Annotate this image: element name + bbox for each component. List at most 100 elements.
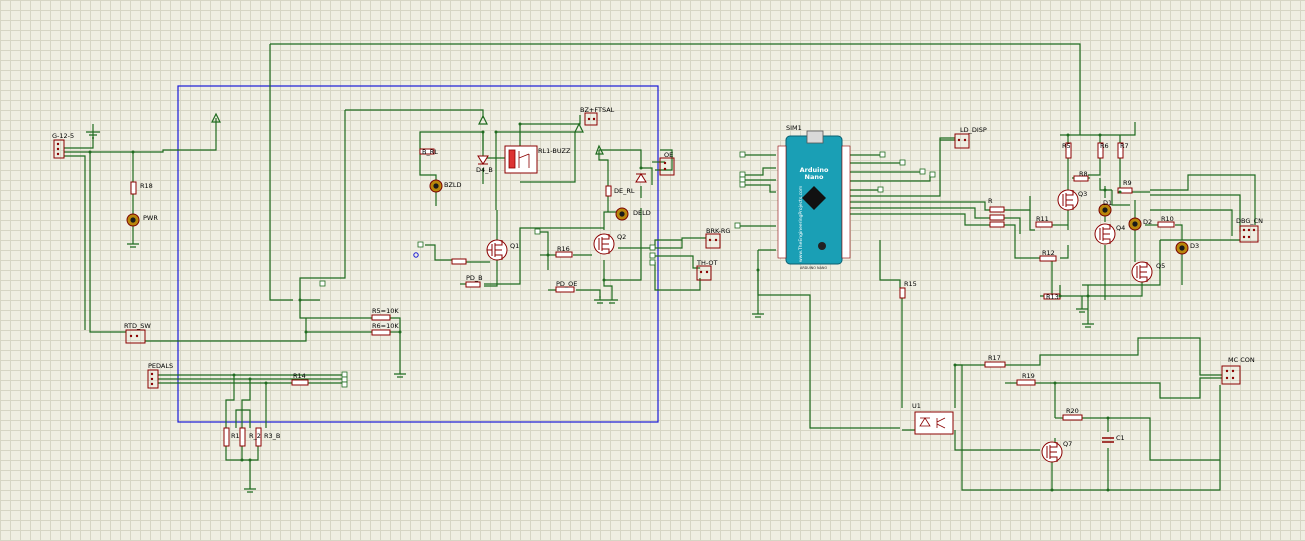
mosfet-icon [486,239,508,261]
power-terminal-icon [211,112,604,155]
label-deld: DELD [633,209,651,217]
probe-marker-icon [739,176,746,183]
label-pedals: PEDALS [148,362,173,370]
led-icon [615,207,629,221]
probe-marker-icon [899,159,906,166]
diode-icon [477,155,489,165]
connector-bz-ftsal[interactable] [584,112,598,126]
label-r8: R8 [1079,170,1088,178]
label-pdoe: PD_OE [556,280,577,288]
probe-marker-icon [877,186,884,193]
label-r2: R_2 [249,432,261,440]
relay-coil-icon [504,145,538,174]
mosfet-icon [1131,261,1153,283]
ground-icon [244,485,256,493]
probe-marker-icon [319,280,326,287]
connector-mc-con[interactable] [1221,365,1241,385]
label-derl: DE_RL [614,187,635,195]
label-lddisp: LD_DISP [960,126,987,134]
resistor-icon [291,379,309,386]
label-rtd: RTD_SW [124,322,151,330]
mosfet-icon [593,233,615,255]
probe-marker-icon [341,371,348,378]
ground-icon [86,124,100,139]
arduino-title-line1: Arduino [800,166,829,174]
connector-oe[interactable] [659,157,675,176]
connector-rtd-sw[interactable] [125,329,146,344]
label-r15: R15 [904,280,917,288]
probe-marker-icon [739,151,746,158]
label-r9: R9 [1123,179,1132,187]
resistor-icon [223,427,230,447]
label-c1: C1 [1116,434,1125,442]
arduino-title-line2: Nano [805,173,824,181]
connector-brk-rg[interactable] [705,233,721,249]
resistor-icon [605,185,612,197]
label-r5: R5=10K [372,307,399,315]
led-icon [1128,217,1142,231]
label-pdb: PD_B [466,274,483,282]
resistor-icon [239,427,246,447]
arduino-vertical-text: www.TheEngineeringProjects.com [798,186,804,262]
label-r6: R6=10K [372,322,399,330]
ground-icon [127,240,139,248]
capacitor-icon [1102,437,1114,443]
connector-ld-disp[interactable] [954,133,970,149]
label-q5: Q5 [1156,262,1165,270]
probe-marker-icon [734,222,741,229]
probe-marker-icon [929,171,936,178]
optocoupler-icon[interactable] [914,411,954,435]
probe-marker-icon [341,376,348,383]
resistor-icon [130,181,137,195]
label-q7: Q7 [1063,440,1072,448]
probe-marker-icon [534,228,541,235]
label-pwr: PWR [143,214,158,222]
wire-network [64,43,1256,491]
label-r3: R3_B [264,432,280,440]
resistor-icon [1097,142,1104,159]
connector-dbg-cn[interactable] [1239,225,1259,243]
label-sim1: SIM1 [786,124,802,132]
resistor-icon [1062,414,1083,421]
led-icon [1098,203,1112,217]
ground-icon [1082,320,1094,328]
resistor-icon [1117,142,1124,159]
label-r14: R14 [293,372,306,380]
label-r20: R20 [1066,407,1079,415]
resistor-icon [465,281,481,288]
label-d2: D2 [1143,218,1152,226]
arduino-nano-module[interactable] [777,130,851,265]
led-icon [429,179,443,193]
probe-marker-icon [341,381,348,388]
mosfet-icon [1041,441,1063,463]
label-u1: U1 [912,402,921,410]
ground-icon [752,310,764,318]
label-oe: OE [664,151,673,159]
resistor-icon [371,329,391,336]
resistor-icon [1157,221,1175,228]
resistor-icon [1035,221,1053,228]
label-q4: Q4 [1116,224,1125,232]
arduino-part-label: ARDUINO NANO [800,266,827,270]
connector-g12-5[interactable] [53,139,65,159]
connector-th-ot[interactable] [696,265,712,281]
resistor-icon [555,286,575,293]
led-icon [126,213,140,227]
resistor-icon [1073,175,1089,182]
label-thot: TH-OT [696,259,718,267]
component-labels: G-12-5 R18 PWR RTD_SW PEDALS R14 R1 R3_B… [52,106,1263,448]
label-rx: R [988,197,993,205]
label-d4: D4_B [476,166,493,174]
label-r16: R16 [557,245,570,253]
connector-pedals[interactable] [147,369,159,389]
label-g12: G-12-5 [52,132,74,140]
resistor-icon [419,148,435,155]
resistor-icon [989,214,1005,221]
ground-icon [1076,305,1088,313]
resistor-icon [371,314,391,321]
probe-marker-icon [417,241,424,248]
ground-icon [394,370,406,378]
probe-marker-icon [879,151,886,158]
label-d3: D3 [1190,242,1199,250]
